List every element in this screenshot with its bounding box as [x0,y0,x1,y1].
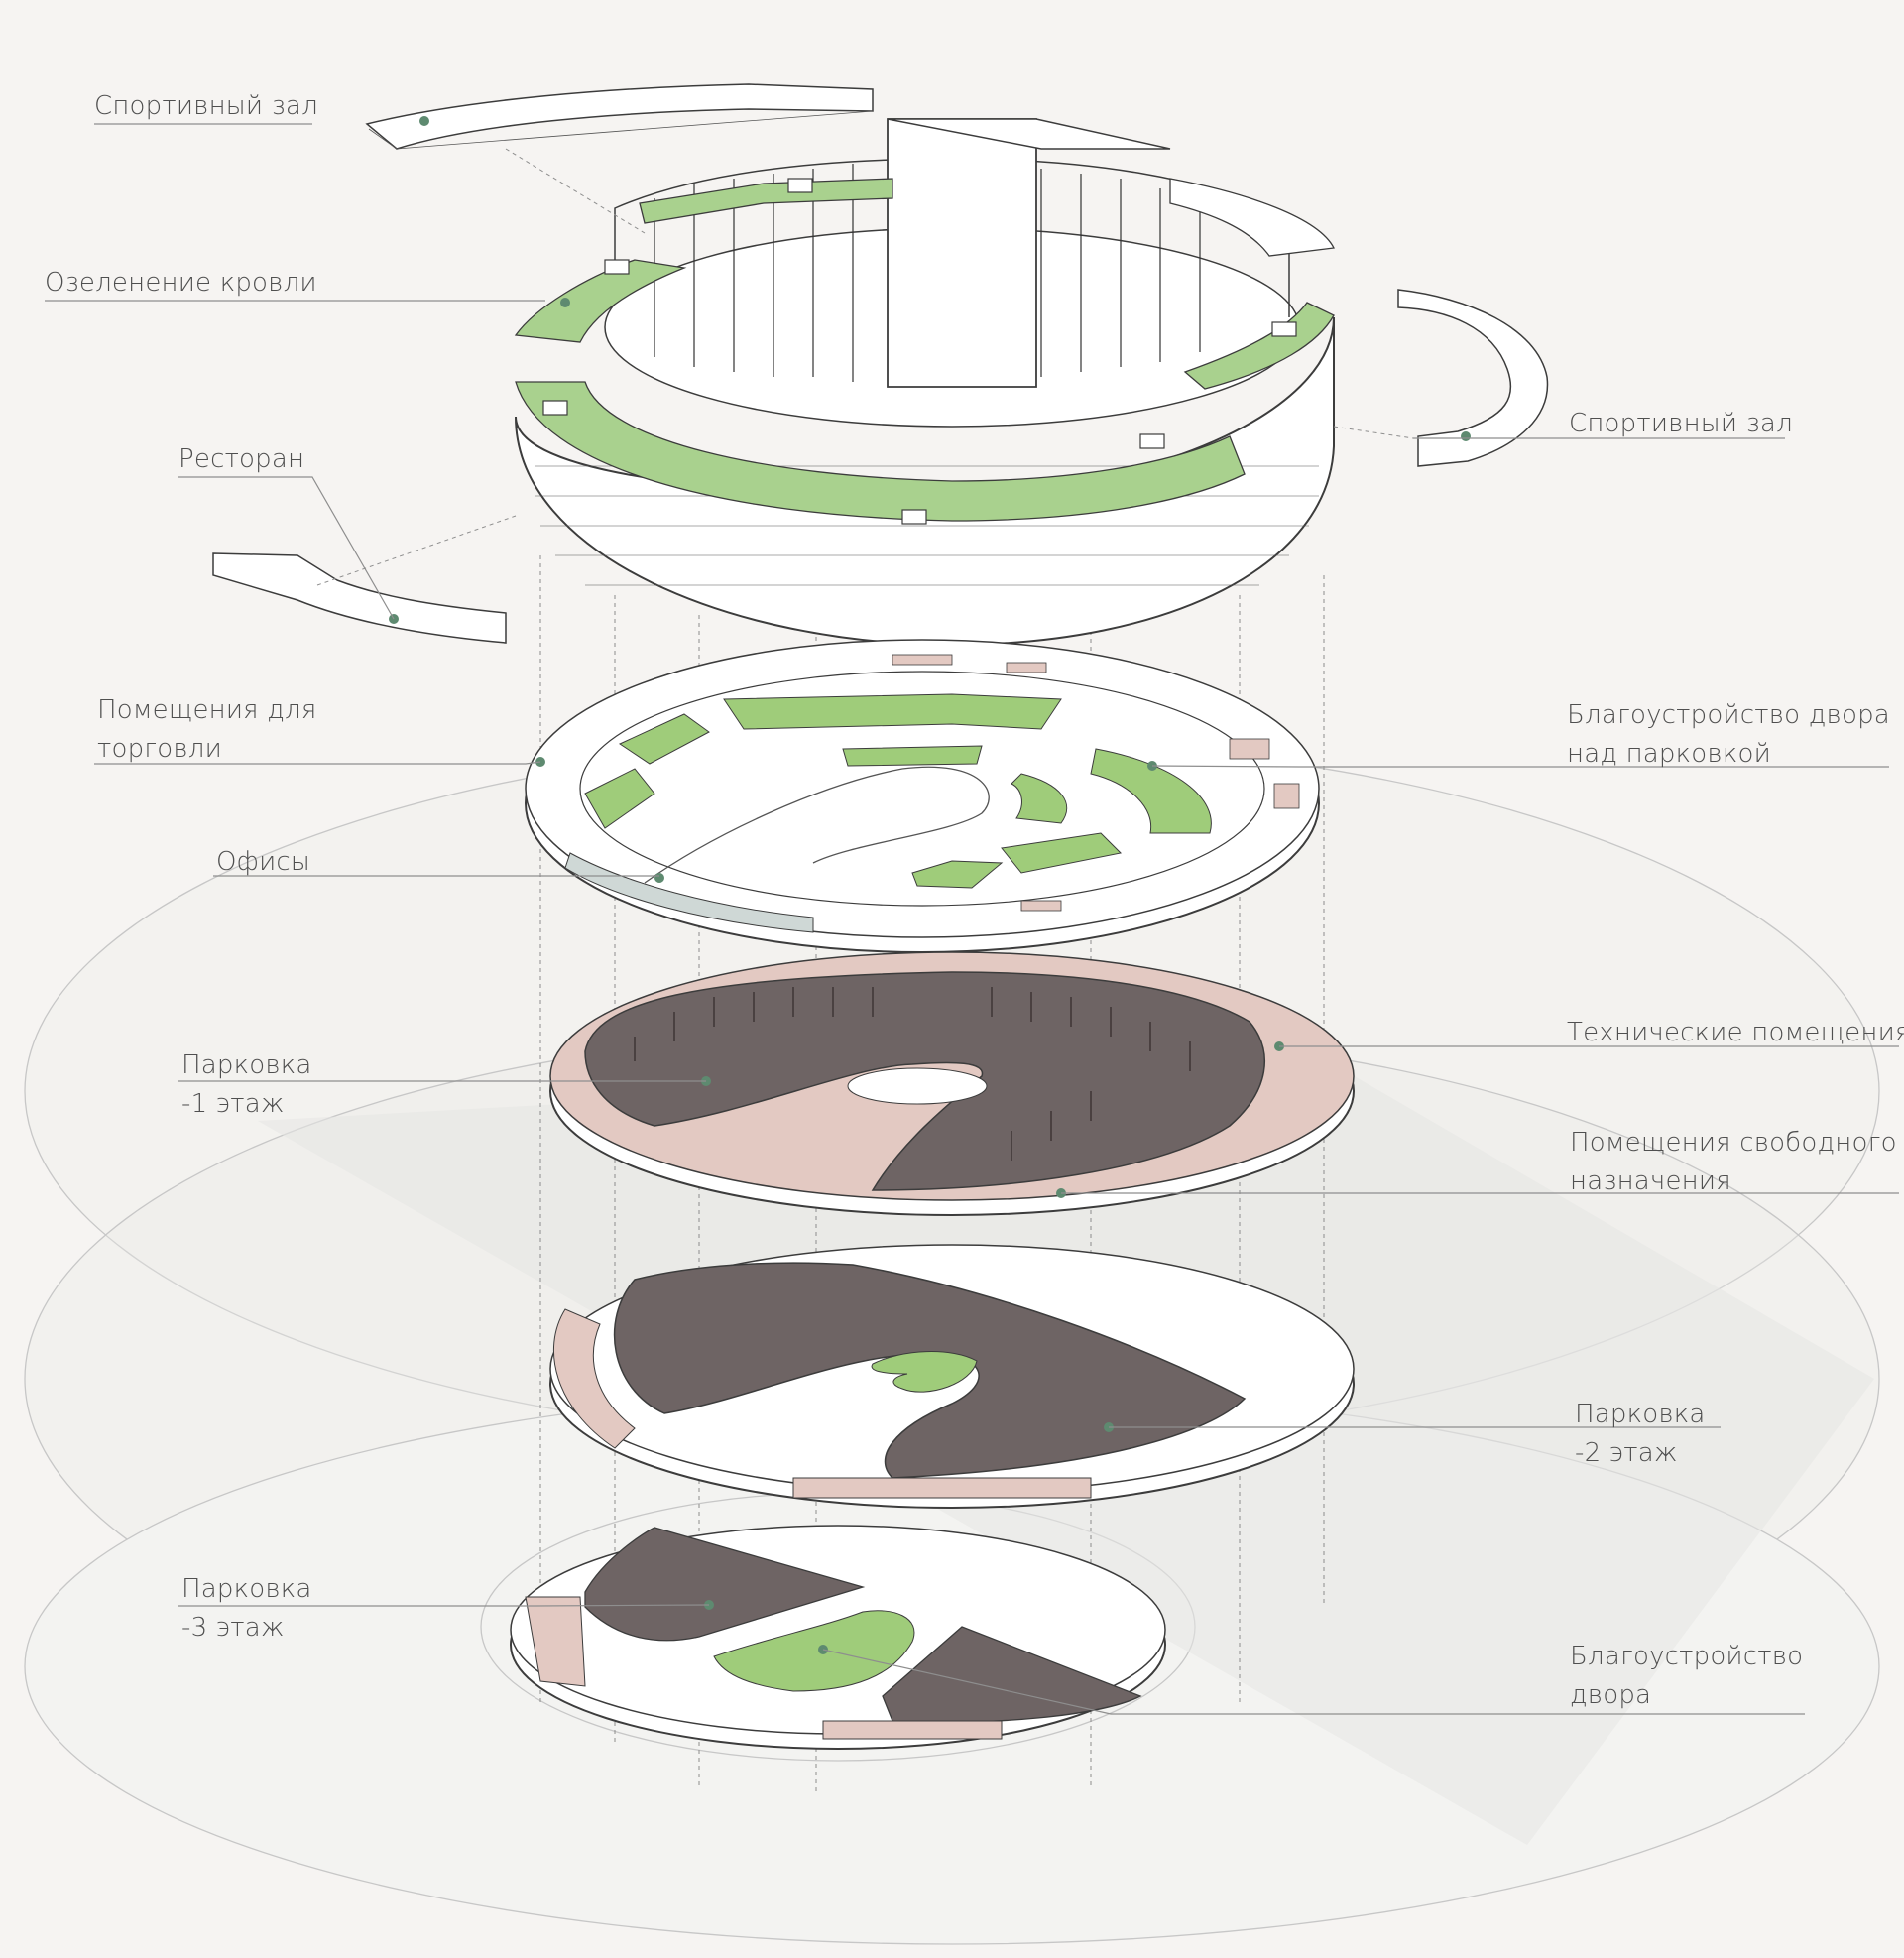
parking-minus1-level [549,951,1355,1216]
parking-minus2-pink-arc [552,1308,636,1449]
parking-minus3-pink [525,1596,586,1687]
label-free-use-line2: назначения [1570,1166,1731,1196]
label-courtyard-parking-line2: над парковкой [1567,739,1771,769]
ground-floor-pink-units [892,654,1300,912]
parking-minus1-stall-lines [634,987,1191,1161]
building-tower-roof [887,118,1171,150]
gym-right-block [1397,289,1549,467]
label-parking-3-line2: -3 этаж [181,1613,285,1643]
ground-floor-level [525,639,1320,953]
parking-minus3-green [713,1610,915,1692]
parking-minus2-green [871,1351,978,1393]
marker-gym-top [419,116,429,126]
label-courtyard-line1: Благоустройство [1570,1642,1804,1671]
roof-green-left-top [639,178,893,224]
restaurant-block [212,552,507,644]
parking-minus2-pink-front [792,1477,1092,1499]
label-parking-1-line2: -1 этаж [181,1089,285,1119]
label-gym-top: Спортивный зал [94,91,318,121]
label-parking-3-line1: Парковка [181,1574,312,1604]
roof-green-front [515,381,1246,522]
building-central-tower [887,118,1037,388]
marker-roof-greening [560,298,570,307]
parking-minus3-level [510,1525,1166,1750]
parking-minus3-wedge-left [584,1527,866,1642]
parking-minus1-slab [584,971,1266,1191]
label-courtyard-line2: двора [1570,1680,1652,1710]
label-parking-2-line1: Парковка [1575,1400,1706,1429]
label-retail-line2: торговли [97,734,222,764]
courtyard-ramp [644,766,990,884]
label-technical: Технические помещения [1567,1018,1904,1047]
label-free-use-line1: Помещения свободного [1570,1128,1897,1158]
label-retail-line1: Помещения для [97,695,317,725]
courtyard-green-beds [584,693,1212,889]
roof-green-left [514,259,687,343]
dashed-leader-lines [316,148,1414,586]
parking-minus1-ramp-oval [847,1067,988,1105]
marker-offices [654,873,664,883]
label-gym-right: Спортивный зал [1569,409,1793,438]
gym-top-block [365,83,874,150]
label-parking-2-line2: -2 этаж [1575,1438,1678,1468]
leader-lines [45,123,1899,1715]
offices-segment [564,852,814,933]
parking-minus2-level [549,1244,1355,1509]
marker-gym-right [1461,431,1471,441]
building-window-grid [536,465,1319,586]
parking-minus3-pink-front [822,1720,1003,1740]
label-courtyard-parking-line1: Благоустройство двора [1567,700,1890,730]
label-parking-1-line1: Парковка [181,1050,312,1080]
roof-white-right [1169,178,1335,257]
main-building [514,118,1335,647]
label-restaurant: Ресторан [178,444,305,474]
roof-hatches [542,178,1297,525]
label-offices: Офисы [216,847,310,877]
label-roof-greening: Озеленение кровли [45,268,317,298]
